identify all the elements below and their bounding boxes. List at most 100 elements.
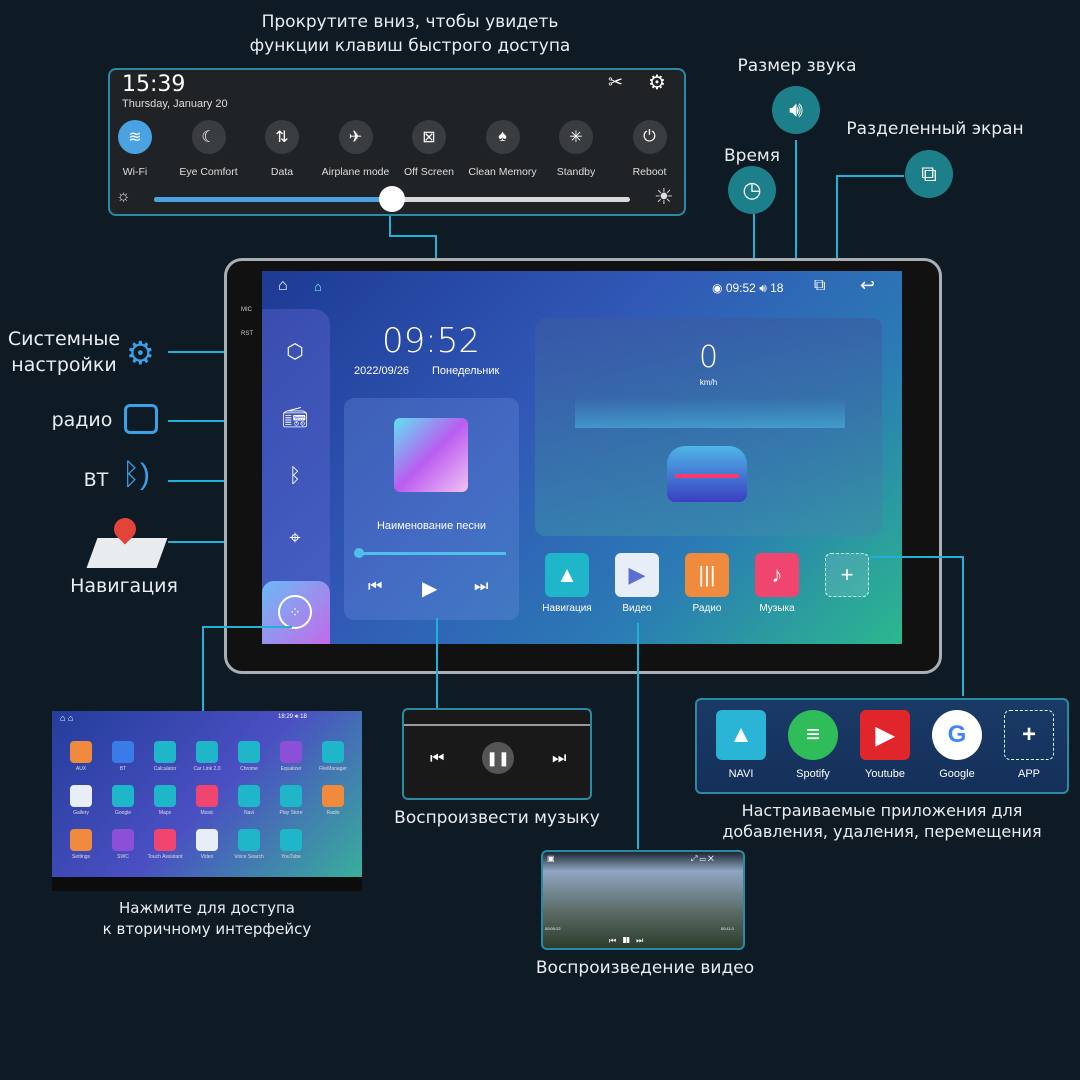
- grid-app[interactable]: Car Link 2.0: [186, 741, 228, 772]
- radio-wave-icon[interactable]: |||: [685, 553, 729, 597]
- volume-status-icon[interactable]: 🔊︎: [759, 281, 767, 295]
- quick-toggle-wi-fi[interactable]: ≋Wi-Fi: [100, 120, 170, 178]
- grid-app[interactable]: YouTube: [270, 829, 312, 860]
- grid-app[interactable]: Calculator: [144, 741, 186, 772]
- add-app-icon[interactable]: +: [1004, 710, 1054, 760]
- grid-app[interactable]: Maps: [144, 785, 186, 816]
- standby-icon[interactable]: ✳: [559, 120, 593, 154]
- app-icon[interactable]: [154, 829, 176, 851]
- app-icon[interactable]: [238, 741, 260, 763]
- play-button[interactable]: ▶: [422, 578, 438, 600]
- grid-app[interactable]: Settings: [60, 829, 102, 860]
- sidebar-settings-icon[interactable]: ⬡: [286, 341, 304, 363]
- navigation-icon[interactable]: ▲: [716, 710, 766, 760]
- music-progress[interactable]: [354, 548, 506, 558]
- quick-toggle-standby[interactable]: ✳Standby: [541, 120, 611, 178]
- quick-toggle-reboot[interactable]: ⏻Reboot: [615, 120, 685, 178]
- scissors-icon[interactable]: ✂: [608, 72, 624, 92]
- sidebar-navigation-icon[interactable]: ⌖: [289, 527, 301, 549]
- back-icon[interactable]: ↩: [860, 275, 876, 295]
- split-screen-button[interactable]: ⧉: [814, 277, 826, 294]
- wifi-icon[interactable]: ≋: [118, 120, 152, 154]
- grid-app[interactable]: BT: [102, 741, 144, 772]
- dock-app-Музыка[interactable]: ♪Музыка: [748, 553, 806, 614]
- grid-app[interactable]: AUX: [60, 741, 102, 772]
- app-icon[interactable]: [280, 785, 302, 807]
- rst-label[interactable]: RST: [241, 331, 253, 337]
- data-transfer-icon[interactable]: ⇅: [265, 120, 299, 154]
- app-icon[interactable]: [112, 829, 134, 851]
- app-drawer-tile[interactable]: ⁘: [262, 581, 330, 644]
- previous-track-button[interactable]: ⏮: [368, 578, 383, 595]
- dock-app-Радио[interactable]: |||Радио: [678, 553, 736, 614]
- grid-app[interactable]: FileManager: [312, 741, 354, 772]
- video-mode-icon[interactable]: ▣: [547, 854, 555, 863]
- spotify-icon[interactable]: ≡: [788, 710, 838, 760]
- dock-app-add[interactable]: +: [818, 553, 876, 603]
- grid-app[interactable]: Touch Assistant: [144, 829, 186, 860]
- brightness-knob[interactable]: [379, 186, 405, 212]
- custom-app-youtube[interactable]: ▶Youtube: [853, 710, 917, 780]
- quick-toggle-off-screen[interactable]: ⊠Off Screen: [394, 120, 464, 178]
- grid-app[interactable]: Voice Search: [228, 829, 270, 860]
- moon-icon[interactable]: ☾: [191, 120, 226, 154]
- custom-app-app[interactable]: +APP: [997, 710, 1061, 780]
- grid-app[interactable]: Equalizer: [270, 741, 312, 772]
- rocket-icon[interactable]: ♠: [485, 120, 520, 154]
- next-track-button[interactable]: ⏭: [474, 578, 489, 595]
- app-icon[interactable]: [280, 829, 302, 851]
- app-icon[interactable]: [112, 785, 134, 807]
- app-icon[interactable]: [196, 741, 218, 763]
- airplane-icon[interactable]: ✈: [338, 120, 373, 154]
- sidebar-bluetooth-icon[interactable]: ᛒ: [289, 465, 301, 487]
- pause-button[interactable]: ❚❚: [482, 742, 514, 774]
- home-icon[interactable]: ⌂: [278, 277, 288, 294]
- video-window-controls[interactable]: ⤢ ▭ ✕: [691, 854, 715, 863]
- google-icon[interactable]: G: [932, 710, 982, 760]
- grid-app[interactable]: Play Store: [270, 785, 312, 816]
- app-icon[interactable]: [280, 741, 302, 763]
- navigation-icon[interactable]: ▲: [545, 553, 589, 597]
- grid-app[interactable]: Chrome: [228, 741, 270, 772]
- app-icon[interactable]: [322, 785, 344, 807]
- app-drawer-icon[interactable]: ⁘: [278, 595, 312, 629]
- app-icon[interactable]: [238, 829, 260, 851]
- quick-toggle-clean-memory[interactable]: ♠Clean Memory: [468, 120, 538, 178]
- grid-app[interactable]: Navi: [228, 785, 270, 816]
- dock-app-Видео[interactable]: ▶Видео: [608, 553, 666, 614]
- brightness-slider[interactable]: [154, 186, 630, 212]
- app-icon[interactable]: [238, 785, 260, 807]
- app-icon[interactable]: [322, 741, 344, 763]
- app-icon[interactable]: [196, 829, 218, 851]
- music-progress-knob[interactable]: [354, 548, 364, 558]
- dock-app-Навигация[interactable]: ▲Навигация: [538, 553, 596, 614]
- next-track-button[interactable]: ⏭: [552, 750, 567, 767]
- screen-off-icon[interactable]: ⊠: [412, 120, 446, 154]
- custom-app-navi[interactable]: ▲NAVI: [709, 710, 773, 780]
- app-icon[interactable]: [154, 741, 176, 763]
- app-icon[interactable]: [112, 741, 134, 763]
- grid-app[interactable]: Video: [186, 829, 228, 860]
- app-icon[interactable]: [70, 785, 92, 807]
- previous-track-button[interactable]: ⏮: [430, 750, 445, 767]
- youtube-icon[interactable]: ▶: [860, 710, 910, 760]
- video-icon[interactable]: ▶: [615, 553, 659, 597]
- app-icon[interactable]: [196, 785, 218, 807]
- power-icon[interactable]: ⏻: [632, 120, 667, 154]
- custom-app-spotify[interactable]: ≡Spotify: [781, 710, 845, 780]
- home-icon[interactable]: ⌂ ⌂: [60, 713, 74, 723]
- sidebar-radio-icon[interactable]: 📻︎: [282, 407, 308, 429]
- music-note-icon[interactable]: ♪: [755, 553, 799, 597]
- quick-toggle-data[interactable]: ⇅Data: [247, 120, 317, 178]
- launcher-icon[interactable]: ⌂: [314, 279, 322, 294]
- grid-app[interactable]: SWC: [102, 829, 144, 860]
- grid-app[interactable]: Music: [186, 785, 228, 816]
- grid-app[interactable]: Gallery: [60, 785, 102, 816]
- quick-toggle-airplane-mode[interactable]: ✈Airplane mode: [321, 120, 391, 178]
- gear-icon[interactable]: ⚙: [648, 72, 666, 94]
- app-icon[interactable]: [70, 741, 92, 763]
- video-controls[interactable]: ⏮ ❚❚ ⏭: [609, 936, 644, 945]
- quick-toggle-eye-comfort[interactable]: ☾Eye Comfort: [174, 120, 244, 178]
